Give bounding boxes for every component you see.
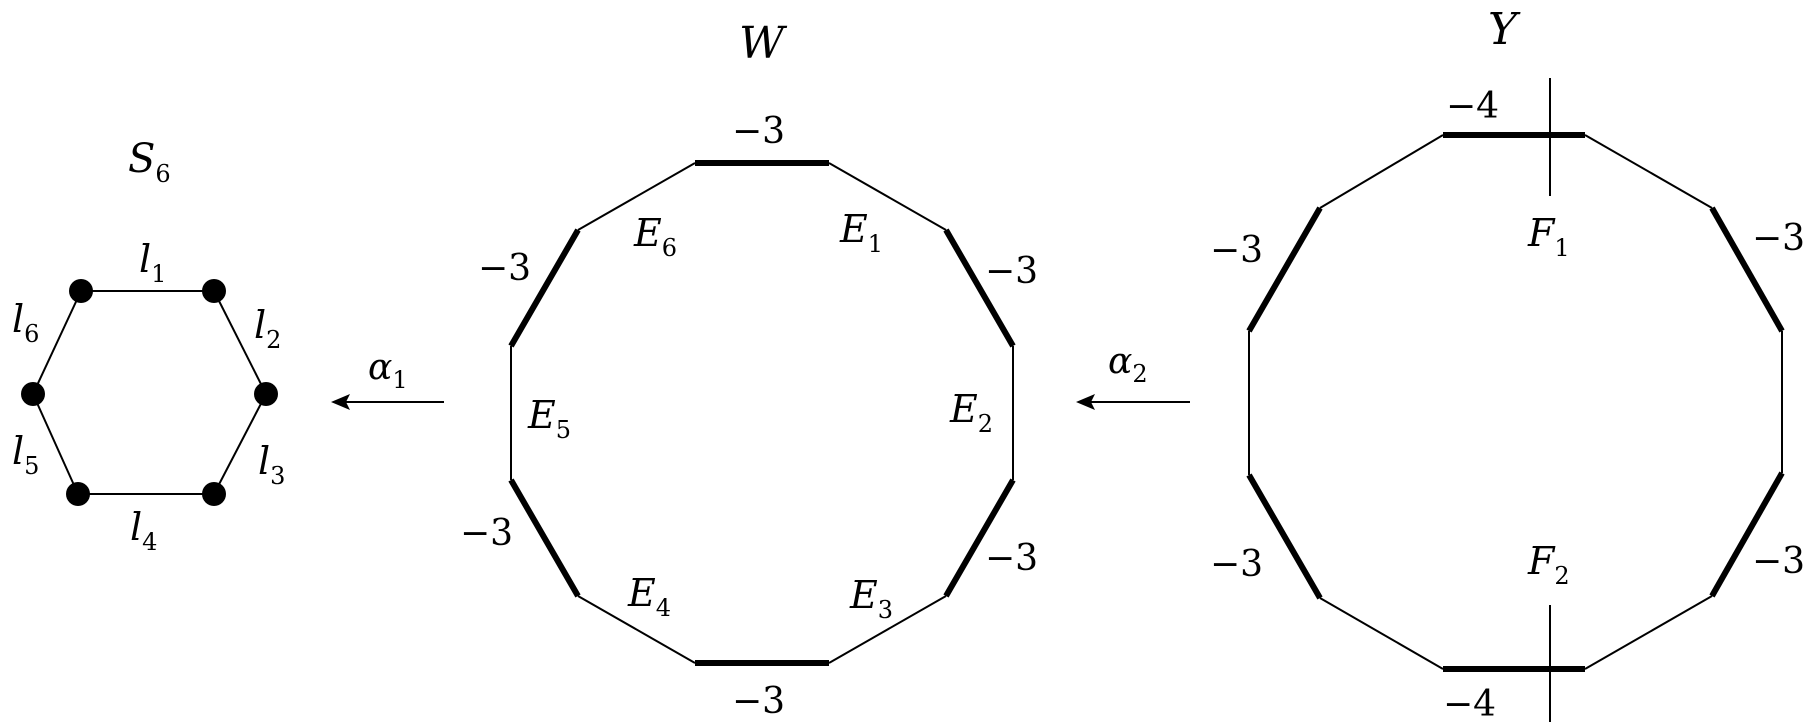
hexagon-edge-l3 <box>213 393 267 495</box>
y-selfint-lower-left: −3 <box>1210 544 1263 585</box>
hexagon-label-l6: l6 <box>12 297 39 348</box>
y-curve-neg3 <box>1709 471 1785 598</box>
w-title: W <box>739 18 788 69</box>
w-selfint-upper-left: −3 <box>478 248 531 289</box>
w-curve-neg3 <box>508 228 581 348</box>
w-label-E1: E1 <box>839 207 883 258</box>
arrow-alpha1: α1 <box>331 347 444 410</box>
y-selfint-upper-left: −3 <box>1210 230 1263 271</box>
arrow-alpha2: α2 <box>1076 341 1190 410</box>
w-label-E3: E3 <box>849 573 893 624</box>
y-curve <box>1584 134 1713 209</box>
w-label-E5: E5 <box>527 393 571 444</box>
w-selfint-bottom: −3 <box>732 681 785 722</box>
y-selfint-lower-right: −3 <box>1752 541 1805 582</box>
arrow-alpha1-label: α1 <box>368 347 408 394</box>
hexagon-vertex <box>254 382 278 406</box>
w-selfint-upper-right: −3 <box>985 251 1038 292</box>
hexagon-vertex <box>202 482 226 506</box>
dodecagon-y: Y −4 −3 −3 −4 −3 −3 F1 F2 <box>1210 4 1805 725</box>
y-curve <box>1584 595 1713 670</box>
y-selfint-top: −4 <box>1446 86 1499 127</box>
hexagon-edge-l2 <box>213 290 267 395</box>
y-curve-neg3 <box>1246 473 1323 600</box>
hexagon-title-letter: S <box>128 136 155 182</box>
arrow-alpha1-head <box>331 394 350 410</box>
w-curve-neg3 <box>508 478 581 598</box>
w-label-E6: E6 <box>633 211 677 262</box>
hexagon-title-sub: 6 <box>155 160 170 188</box>
w-curve-neg3 <box>943 228 1016 348</box>
hexagon-vertex <box>202 279 226 303</box>
hexagon-vertex <box>66 482 90 506</box>
arrow-alpha2-label: α2 <box>1108 341 1148 388</box>
y-curve <box>1319 597 1444 670</box>
hexagon-vertex <box>69 279 93 303</box>
y-curve <box>1319 134 1444 209</box>
w-curve-E1 <box>828 162 947 231</box>
w-selfint-top: −3 <box>732 111 785 152</box>
y-label-F2: F2 <box>1527 539 1570 590</box>
arrow-alpha2-head <box>1076 394 1095 410</box>
y-curve-neg3 <box>1709 206 1785 333</box>
y-label-F1: F1 <box>1527 211 1570 262</box>
hexagon-label-l1: l1 <box>139 237 166 288</box>
y-selfint-bottom: −4 <box>1443 684 1496 725</box>
hexagon-label-l4: l4 <box>130 505 157 556</box>
hexagon-vertex <box>21 382 45 406</box>
hexagon-s6: S6 l1 l2 l3 l4 l5 l6 <box>12 136 285 556</box>
y-title: Y <box>1488 4 1521 55</box>
dodecagon-w: W −3 −3 −3 −3 −3 −3 E1 E2 E3 E4 E5 E6 <box>460 18 1038 722</box>
hexagon-label-l3: l3 <box>258 439 285 490</box>
w-curve-E6 <box>577 162 696 231</box>
w-label-E4: E4 <box>627 571 671 622</box>
y-selfint-upper-right: −3 <box>1752 218 1805 259</box>
hexagon-edge-l5 <box>32 393 79 495</box>
w-selfint-lower-right: −3 <box>985 538 1038 579</box>
w-selfint-lower-left: −3 <box>460 513 513 554</box>
hexagon-title: S6 <box>128 136 171 188</box>
hexagon-edge-l6 <box>32 290 82 395</box>
hexagon-label-l5: l5 <box>12 429 39 480</box>
w-curve-E3 <box>828 595 947 664</box>
w-curve-neg3 <box>943 478 1016 598</box>
y-curve-neg3 <box>1246 206 1323 333</box>
hexagon-label-l2: l2 <box>254 303 281 354</box>
w-curve-E4 <box>577 595 696 664</box>
w-label-E2: E2 <box>949 387 993 438</box>
